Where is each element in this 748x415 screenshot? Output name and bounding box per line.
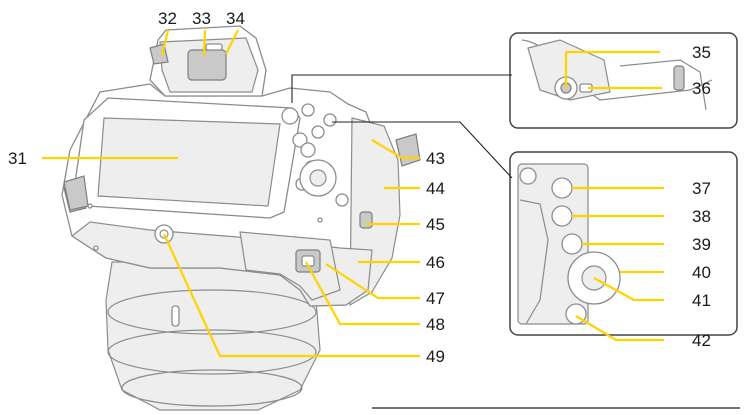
leader-47 <box>325 263 420 300</box>
leader-48 <box>305 261 420 326</box>
callout-32: 32 <box>158 9 177 28</box>
callout-49: 49 <box>426 347 445 366</box>
eyepiece-window <box>187 49 227 81</box>
leader-49 <box>163 233 420 358</box>
callout-31: 31 <box>8 149 27 168</box>
button-39 <box>561 233 583 255</box>
fn-button-37 <box>551 177 573 199</box>
rear-monitor <box>63 97 301 219</box>
mic-remote-port <box>359 211 373 229</box>
leader-32 <box>160 29 170 57</box>
leader-43 <box>371 139 420 160</box>
monitor-screen <box>97 117 281 207</box>
viewfinder <box>149 25 267 97</box>
callout-42: 42 <box>692 331 711 350</box>
callout-47: 47 <box>426 289 445 308</box>
callout-33: 33 <box>192 9 211 28</box>
button-38 <box>551 205 573 227</box>
callout-36: 36 <box>692 79 711 98</box>
callout-44: 44 <box>426 179 445 198</box>
leader-lines <box>42 29 664 358</box>
callout-38: 38 <box>692 207 711 226</box>
callout-labels: 31 32 33 34 35 36 37 38 39 40 41 42 43 4… <box>8 9 711 366</box>
callout-34: 34 <box>226 9 245 28</box>
eye-sensor <box>205 43 223 51</box>
battery-door <box>239 231 341 301</box>
strap-eyelet-right <box>395 133 421 167</box>
bottom-plate <box>70 221 373 307</box>
leader-41 <box>593 277 664 302</box>
leader-33 <box>202 29 207 57</box>
leader-34 <box>225 29 239 55</box>
callout-35: 35 <box>692 43 711 62</box>
callout-39: 39 <box>692 235 711 254</box>
callout-43: 43 <box>426 149 445 168</box>
callout-41: 41 <box>692 291 711 310</box>
callout-40: 40 <box>692 263 711 282</box>
lens-barrel <box>105 261 321 411</box>
callout-46: 46 <box>426 253 445 272</box>
panel-connectors <box>291 74 513 179</box>
callout-37: 37 <box>692 179 711 198</box>
top-controls <box>281 103 373 229</box>
leader-42 <box>575 315 664 342</box>
bottom-parts <box>87 203 341 301</box>
callout-45: 45 <box>426 215 445 234</box>
callout-48: 48 <box>426 315 445 334</box>
